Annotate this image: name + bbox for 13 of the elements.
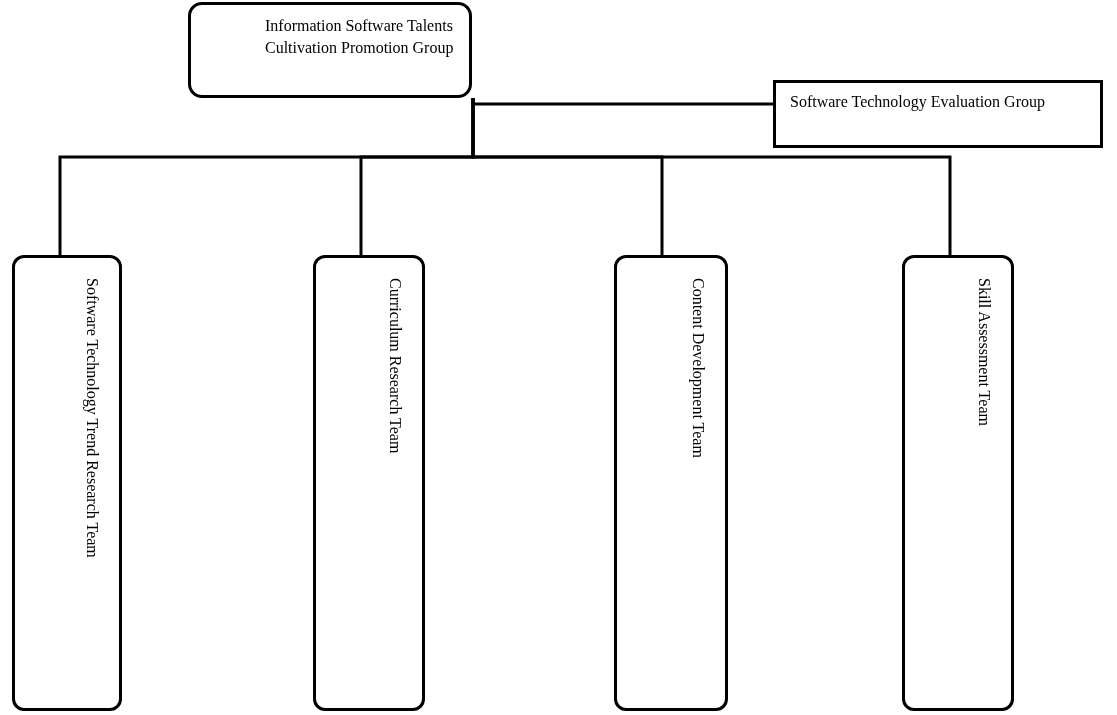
box-label: Information Software Talents Cultivation Promotion Group [265,16,455,59]
group-box [188,2,472,98]
team-box [313,255,425,711]
box-label: Curriculum Research Team [386,278,405,454]
group-box [773,80,1103,148]
team-box [12,255,122,711]
connector-line [471,98,952,255]
team-box [902,255,1014,711]
team-box [614,255,728,711]
box-label: Skill Assessment Team [975,278,994,426]
box-label: Software Technology Trend Research Team [82,278,102,558]
box-label: Software Technology Evaluation Group [790,92,1046,113]
box-label: Content Development Team [688,278,708,458]
